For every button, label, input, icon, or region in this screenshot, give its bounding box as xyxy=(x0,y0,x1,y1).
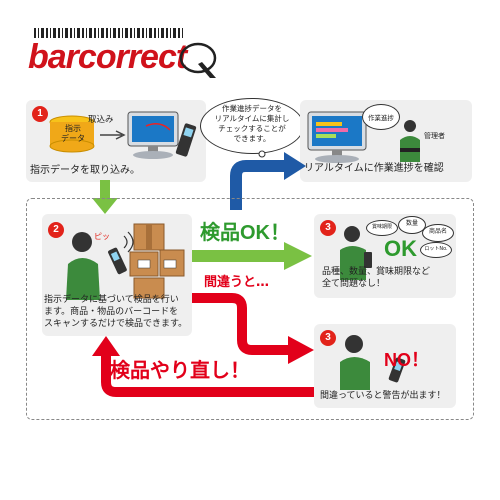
import-label: 取込み xyxy=(88,115,114,125)
database-icon xyxy=(49,115,95,153)
db-label: 指示 データ xyxy=(56,124,90,144)
beep-label: ピッ xyxy=(94,232,110,241)
monitor-icon xyxy=(307,111,367,163)
ng-arrow-red xyxy=(192,293,314,364)
screen-speech-bubble: 作業進捗 xyxy=(362,104,400,130)
ok-text: OK xyxy=(384,236,417,261)
ng-text: NO！ xyxy=(384,350,429,370)
step1-caption: 指示データを取り込み。 xyxy=(30,165,140,176)
barcode-stripes xyxy=(34,28,184,38)
up-arrow-blue xyxy=(230,152,306,210)
step2-caption-line3: スキャンするだけで検品できます。 xyxy=(44,319,188,329)
step2-caption-line1: 指示データに基づいて検品を行い xyxy=(44,295,179,305)
step2-caption: 指示データに基づいて検品を行い ます。商品・物品のバーコードを スキャンするだけ… xyxy=(44,294,187,330)
screen-bubble-text: 作業進捗 xyxy=(368,114,394,122)
step3-ok-caption-line1: 品種、数量、賞味期限など xyxy=(322,267,431,277)
bubble-line1: 作業進捗データを xyxy=(222,104,282,113)
step2-badge: 2 xyxy=(48,222,64,238)
step1-badge: 1 xyxy=(32,106,48,122)
step3-ok-panel: 3 賞味期限 数量 商品名 ロットNo. OK 品種、数量、賞味期限など 全て問… xyxy=(314,214,456,298)
bubble-line2: リアルタイムに集計し xyxy=(214,114,290,123)
import-arrow-icon xyxy=(100,130,126,140)
bubble-line3: チェックすることが xyxy=(218,124,286,133)
progress-caption: リアルタイムに作業進捗を確認 xyxy=(304,163,444,174)
progress-panel: 作業進捗 管理者 リアルタイムに作業進捗を確認 xyxy=(300,100,472,182)
redo-arrow-label: 検品やり直し！ xyxy=(110,360,250,382)
bubble-item: 商品名 xyxy=(422,224,454,242)
worker-ok-icon xyxy=(340,226,372,280)
manager-figure-icon xyxy=(400,120,420,162)
step3-ng-caption: 間違っていると警告が出ます！ xyxy=(320,391,446,401)
bubble-qty: 数量 xyxy=(398,216,426,234)
db-label-line2: データ xyxy=(61,134,85,143)
down-arrow-green xyxy=(92,180,118,214)
manager-label: 管理者 xyxy=(424,132,445,140)
redo-arrow-red xyxy=(92,336,314,397)
pc-with-handheld-icon xyxy=(127,111,197,159)
bubble-expiry: 賞味期限 xyxy=(366,220,398,236)
step3-ok-badge: 3 xyxy=(320,220,336,236)
worker-scanning-boxes-icon xyxy=(66,223,185,300)
db-label-line1: 指示 xyxy=(65,124,81,133)
step1-panel: 1 指示 データ 取込み 指示データを取り込み。 xyxy=(26,100,206,182)
progress-thought-bubble: 作業進捗データを リアルタイムに集計し チェックすることが できます。 xyxy=(200,98,304,154)
step2-panel: 2 ピッ 指示データに基づいて検品を行い ます。商品・物品のバーコードを スキャ… xyxy=(42,214,192,336)
logo-text: barcorrect xyxy=(28,38,187,76)
ok-arrow-label: 検品OK！ xyxy=(200,222,290,244)
ok-arrow-green xyxy=(192,242,312,270)
step3-ok-caption: 品種、数量、賞味期限など 全て問題なし！ xyxy=(322,266,430,290)
bubble-line4: できます。 xyxy=(233,134,271,143)
worker-warning-icon xyxy=(340,335,406,390)
step3-ng-badge: 3 xyxy=(320,330,336,346)
ng-arrow-label: 間違うと… xyxy=(204,275,270,290)
barcorrect-logo: barcorrect xyxy=(28,28,218,78)
step3-ok-caption-line2: 全て問題なし！ xyxy=(322,279,386,289)
step2-caption-line2: ます。商品・物品のバーコードを xyxy=(44,307,179,317)
scanner-swoosh-icon xyxy=(179,42,217,78)
inspection-process-frame xyxy=(26,198,474,420)
step3-ng-panel: 3 NO！ 間違っていると警告が出ます！ xyxy=(314,324,456,408)
bubble-lot: ロットNo. xyxy=(420,242,452,258)
